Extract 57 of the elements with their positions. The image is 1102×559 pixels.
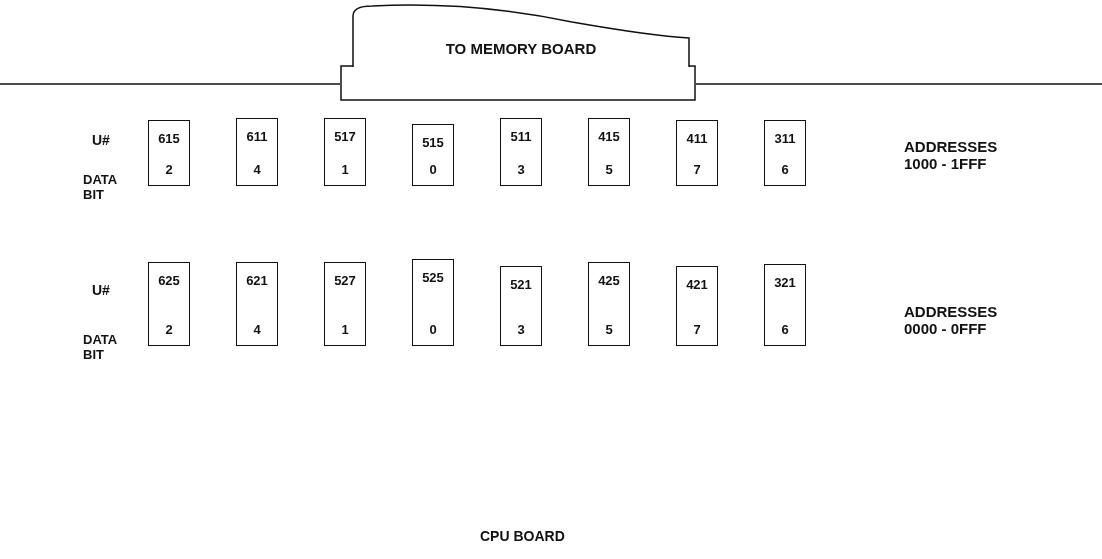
chip-outline: [588, 118, 630, 186]
chip-number: 517: [333, 129, 357, 144]
chip-outline: [412, 259, 454, 346]
chip-number: 515: [421, 135, 445, 150]
chip-number: 511: [509, 129, 533, 144]
chip-outline: [588, 262, 630, 346]
chip-outline: [764, 120, 806, 186]
data-bit-number: 6: [780, 162, 790, 177]
data-bit-number: 1: [340, 322, 350, 337]
data-bit-number: 3: [516, 322, 526, 337]
data-bit-number: 7: [692, 322, 702, 337]
chip-number: 527: [333, 273, 357, 288]
chip-outline: [148, 120, 190, 186]
chip-outline: [324, 262, 366, 346]
chip-number: 615: [157, 131, 181, 146]
chip-outline: [676, 120, 718, 186]
chip-label: U#: [92, 132, 110, 149]
chip-number: 311: [773, 131, 797, 146]
chip-number: 415: [597, 129, 621, 144]
cable-shape: [352, 4, 690, 67]
chip-outline: [500, 118, 542, 186]
data-bit-number: 5: [604, 322, 614, 337]
chip-outline: [236, 262, 278, 346]
chip-number: 625: [157, 273, 181, 288]
data-bit-number: 1: [340, 162, 350, 177]
chip-number: 425: [597, 273, 621, 288]
chip-outline: [324, 118, 366, 186]
cable-label: TO MEMORY BOARD: [444, 40, 598, 57]
data-bit-number: 0: [428, 162, 438, 177]
chip-number: 421: [685, 277, 709, 292]
data-bit-number: 3: [516, 162, 526, 177]
chip-outline: [764, 264, 806, 346]
data-bit-number: 4: [252, 162, 262, 177]
chip-outline: [412, 124, 454, 186]
chip-outline: [148, 262, 190, 346]
chip-number: 321: [773, 275, 797, 290]
address-range-label: ADDRESSES 0000 - 0FFF: [904, 303, 999, 337]
chip-number: 525: [421, 270, 445, 285]
data-bit-number: 4: [252, 322, 262, 337]
chip-number: 411: [685, 131, 709, 146]
chip-number: 521: [509, 277, 533, 292]
data-bit-number: 2: [164, 322, 174, 337]
data-bit-number: 5: [604, 162, 614, 177]
chip-outline: [500, 266, 542, 346]
chip-number: 621: [245, 273, 269, 288]
data-bit-number: 7: [692, 162, 702, 177]
chip-outline: [676, 266, 718, 346]
data-bit-number: 6: [780, 322, 790, 337]
row-label: DATA BIT: [83, 172, 118, 202]
chip-outline: [236, 118, 278, 186]
chip-label: U#: [92, 282, 110, 299]
data-bit-number: 2: [164, 162, 174, 177]
row-label: DATA BIT: [83, 332, 118, 362]
board-label: CPU BOARD: [480, 528, 565, 545]
data-bit-number: 0: [428, 322, 438, 337]
chip-number: 611: [245, 129, 269, 144]
address-range-label: ADDRESSES 1000 - 1FFF: [904, 138, 999, 172]
